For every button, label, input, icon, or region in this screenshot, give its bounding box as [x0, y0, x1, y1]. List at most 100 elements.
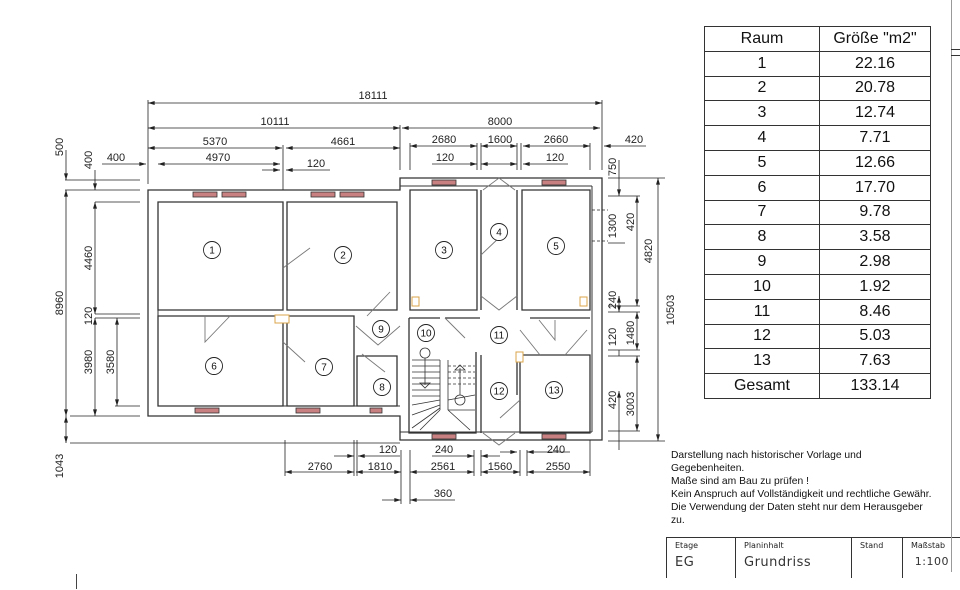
dim-room5: 2660 — [544, 134, 568, 146]
room-number: 6 — [211, 362, 217, 373]
room-label-circle — [315, 358, 333, 376]
header-size: Größe "m2" — [819, 26, 931, 52]
total-label: Gesamt — [704, 373, 820, 399]
room-number-cell: 13 — [704, 348, 820, 375]
dimension-labels: 18111 10111 8000 5370 4661 4970 400 120 … — [54, 90, 677, 500]
dimension-lines — [64, 100, 665, 504]
room-number-cell: 5 — [704, 149, 820, 176]
walls — [147, 177, 603, 441]
dim-wall-b: 120 — [546, 152, 564, 164]
dim-bottom-offset: 1043 — [54, 454, 66, 478]
dim-bottom-2550: 2550 — [546, 461, 570, 473]
etage-label: Etage — [675, 541, 699, 550]
dim-right-120: 120 — [607, 328, 619, 346]
room-label: 5 — [547, 237, 565, 255]
room-label-circle — [490, 223, 508, 241]
room-size-cell: 7.71 — [819, 125, 931, 151]
room-number-cell: 10 — [704, 273, 820, 300]
dim-room2-outer: 4661 — [331, 136, 355, 148]
dim-bottom-2561: 2561 — [431, 461, 455, 473]
room-label-circle — [545, 381, 563, 399]
room-number: 9 — [378, 325, 384, 336]
room-size-cell: 7.63 — [819, 348, 931, 375]
room-size-cell: 3.58 — [819, 224, 931, 251]
planinhalt-label: Planinhalt — [744, 541, 784, 550]
dim-bottom-240a: 240 — [435, 444, 453, 456]
room-label-circle — [547, 237, 565, 255]
dim-right-lower: 3003 — [625, 392, 637, 416]
dim-bottom-2760: 2760 — [308, 461, 332, 473]
room-size-cell: 8.46 — [819, 298, 931, 325]
dim-lower: 3980 — [83, 350, 95, 374]
room-number-cell: 3 — [704, 100, 820, 127]
room-number-cell: 6 — [704, 174, 820, 201]
dim-wall-left: 400 — [107, 152, 125, 164]
dim-bottom-240b: 240 — [547, 444, 565, 456]
chimneys — [274, 296, 588, 363]
room-label-circle — [205, 357, 223, 375]
room-label-circle — [334, 246, 352, 264]
room-label: 4 — [490, 223, 508, 241]
room-number: 4 — [496, 228, 502, 239]
room-label-circle — [373, 378, 391, 396]
room-number-cell: 12 — [704, 323, 820, 350]
room-number: 7 — [321, 363, 327, 374]
room-number-cell: 4 — [704, 125, 820, 151]
note-line: Maße sind am Bau zu prüfen ! — [671, 476, 809, 487]
room-number-cell: 9 — [704, 249, 820, 275]
tb-etage: Etage EG — [666, 538, 735, 578]
tb-massstab: Maßstab 1:100 — [902, 538, 953, 578]
dim-right-window: 1300 — [607, 214, 619, 238]
sheet-border-tick — [951, 55, 960, 56]
dim-room3: 2680 — [432, 134, 456, 146]
total-value: 133.14 — [819, 373, 931, 399]
dim-overall-depth: 8960 — [54, 291, 66, 315]
room-size-cell: 9.78 — [819, 199, 931, 226]
room-size-cell: 5.03 — [819, 323, 931, 350]
tb-stand: Stand — [851, 538, 902, 578]
room-number: 12 — [493, 387, 505, 398]
room-label: 9 — [372, 320, 390, 338]
title-block: Etage EG Planinhalt Grundriss Stand Maßs… — [666, 537, 960, 578]
dim-bottom-120: 120 — [379, 444, 397, 456]
room-label-circle — [435, 241, 453, 259]
dim-overall-width: 18111 — [359, 90, 388, 102]
room-number: 10 — [420, 329, 432, 340]
dim-right-top: 750 — [607, 158, 619, 176]
dim-right-upper: 4820 — [643, 239, 655, 263]
dim-right-420: 420 — [625, 213, 637, 231]
room-number: 13 — [548, 386, 560, 397]
note-line: Kein Anspruch auf Vollständigkeit und re… — [671, 489, 932, 500]
dim-lower-inner: 3580 — [105, 350, 117, 374]
doors — [204, 177, 588, 446]
dim-upper: 4460 — [83, 246, 95, 270]
sheet-corner-tick — [76, 574, 77, 589]
dim-bottom-1810: 1810 — [368, 461, 392, 473]
dim-bottom-360: 360 — [434, 488, 452, 500]
room-label: 11 — [490, 326, 508, 344]
sheet-border-tick — [951, 49, 960, 50]
dim-room4: 1600 — [488, 134, 512, 146]
room-number: 5 — [553, 242, 559, 253]
header-room: Raum — [704, 26, 820, 52]
room-size-cell: 20.78 — [819, 75, 931, 102]
dim-right-block: 8000 — [488, 116, 512, 128]
stand-label: Stand — [860, 541, 884, 550]
massstab-value: 1:100 — [914, 555, 949, 568]
dim-right-overall: 10503 — [665, 295, 677, 326]
note-line: Gegebenheiten. — [671, 463, 745, 474]
room-number: 1 — [209, 246, 215, 257]
